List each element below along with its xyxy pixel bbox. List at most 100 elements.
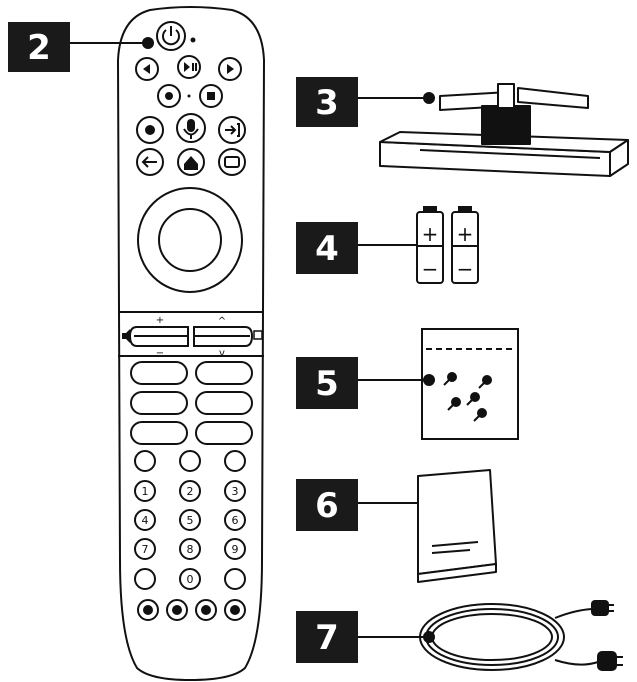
plug-bottom [597, 651, 617, 671]
callout-6-number: 6 [315, 486, 339, 526]
battery-right-minus: − [457, 257, 474, 281]
pill-button [130, 361, 188, 385]
pill-button [195, 421, 253, 445]
callout-3: 3 [296, 77, 435, 127]
fast-forward-icon [227, 64, 234, 74]
callout-5-dot [423, 374, 435, 386]
remote-body-outline [116, 6, 266, 682]
pill-button [130, 421, 188, 445]
stand-clamp [481, 105, 531, 145]
callout-7-box [296, 611, 358, 663]
digit-2: 2 [187, 485, 194, 498]
gear-icon [145, 125, 155, 135]
stop-icon [207, 92, 215, 100]
cable-coil-outer [419, 603, 565, 671]
row1-buttons [135, 55, 242, 81]
record-icon [165, 92, 173, 100]
volume-minus-glyph: − [156, 348, 164, 359]
cable-end-top [554, 608, 593, 619]
battery-right-plus: + [457, 222, 474, 246]
callout-5-box [296, 357, 358, 409]
callout-4-box [296, 222, 358, 274]
record-button [157, 84, 181, 108]
input-button [218, 116, 246, 144]
battery-left [416, 211, 444, 284]
callout-3-number: 3 [315, 83, 339, 123]
callout-7: 7 [296, 611, 435, 663]
remote-control [116, 6, 266, 682]
keypad-digits: 1 2 3 4 5 6 7 8 9 0 [142, 485, 239, 586]
callout-6-box [296, 479, 358, 531]
stand-bracket-right [517, 87, 589, 109]
digit-5: 5 [187, 514, 194, 527]
channel-up-glyph: ^ [218, 316, 226, 327]
batteries [416, 206, 479, 284]
row3-buttons [136, 113, 246, 144]
callout-4-number: 4 [315, 229, 339, 269]
digit-7: 7 [142, 543, 149, 556]
callout-2-box [8, 22, 70, 72]
power-cable [419, 600, 623, 671]
callout-3-box [296, 77, 358, 127]
function-button [134, 450, 156, 472]
battery-right [451, 211, 479, 284]
microphone-button [176, 113, 206, 143]
fast-forward-button [218, 57, 242, 81]
guide-button [218, 148, 246, 176]
screw-bag-outline [421, 328, 519, 440]
back-arrow-icon [141, 156, 157, 168]
callout-7-number: 7 [315, 618, 339, 658]
plug-top [591, 600, 609, 616]
pill-buttons [130, 361, 253, 445]
callout-2-dot [142, 37, 154, 49]
cable-coil-mid [425, 608, 559, 666]
callout-3-dot [423, 92, 435, 104]
cable-end-bottom [554, 659, 599, 666]
screws [443, 372, 492, 422]
volume-rocker [128, 326, 189, 347]
ok-button [158, 208, 222, 272]
tv-stand [379, 83, 629, 177]
back-button [136, 148, 164, 176]
manual-pages [417, 563, 497, 583]
digit-4: 4 [142, 514, 149, 527]
stop-button [199, 84, 223, 108]
callout-5: 5 [296, 357, 435, 409]
play-pause-icon [184, 62, 190, 72]
digit-0: 0 [187, 573, 194, 586]
channel-rocker [193, 326, 254, 347]
input-icon [225, 123, 240, 137]
digit-8: 8 [187, 543, 194, 556]
pill-button [130, 391, 188, 415]
battery-left-plus: + [422, 222, 439, 246]
pill-button [195, 391, 253, 415]
function-row [134, 450, 246, 472]
callout-2-number: 2 [27, 28, 51, 68]
pill-button [195, 361, 253, 385]
callout-4: 4 [296, 222, 435, 274]
battery-left-minus: − [422, 257, 439, 281]
digit-3: 3 [232, 485, 239, 498]
digit-9: 9 [232, 543, 239, 556]
digit-6: 6 [232, 514, 239, 527]
power-icon [162, 29, 180, 46]
speaker-icon [122, 329, 130, 343]
volume-channel-rockers [122, 326, 263, 347]
function-button [224, 450, 246, 472]
home-button [177, 148, 205, 176]
power-button [156, 21, 186, 51]
rewind-button [135, 57, 159, 81]
mute-icon [253, 330, 263, 340]
guide-icon [224, 156, 240, 168]
row4-buttons [136, 148, 246, 176]
function-button [179, 450, 201, 472]
screw-bag [421, 328, 519, 440]
settings-button [136, 116, 164, 144]
cable-coil-inner [431, 613, 553, 661]
volume-plus-glyph: + [156, 315, 164, 326]
home-icon [184, 156, 198, 170]
callout-2: 2 [8, 22, 154, 72]
callout-5-number: 5 [315, 364, 339, 404]
play-pause-button [177, 55, 201, 79]
